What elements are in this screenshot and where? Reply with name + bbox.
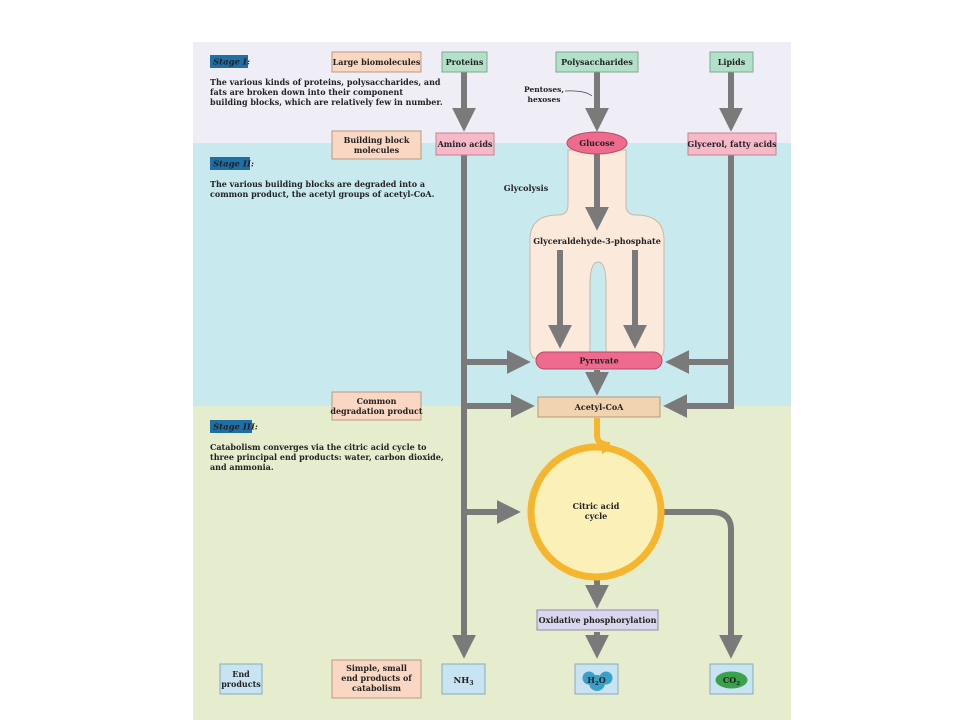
proteins-label: Proteins: [446, 57, 484, 67]
nh3-node: [441, 663, 486, 695]
amino-acids-label: Amino acids: [437, 139, 493, 149]
end-products-label-2: products: [221, 679, 261, 689]
polysaccharides-node: [555, 51, 639, 73]
large-biomolecules-box: [331, 51, 422, 73]
stage3-desc-line-3: and ammonia.: [210, 462, 274, 472]
co2-molecule-icon: [715, 671, 748, 689]
large-biomolecules-label: Large biomolecules: [333, 57, 421, 67]
nh3-label: NH3: [454, 676, 474, 687]
end-desc-line-1: Simple, small: [346, 663, 407, 673]
stage3-badge: [210, 420, 252, 433]
co2-label: CO2: [723, 675, 740, 687]
h2o-label: H2O: [587, 675, 605, 687]
end-products-label-1: End: [232, 669, 250, 679]
glycolysis-label: Glycolysis: [504, 183, 549, 193]
g3p-label: Glyceraldehyde-3-phosphate: [533, 236, 661, 246]
acetyl-coa-label: Acetyl-CoA: [574, 402, 625, 412]
building-block-label-2: molecules: [354, 145, 400, 155]
pyruvate-label: Pyruvate: [579, 356, 618, 366]
arrow-citric-co2: [664, 509, 743, 659]
stage3-band: [193, 406, 791, 720]
polysaccharides-label: Polysaccharides: [561, 57, 633, 67]
stage3-badge-text: Stage III:: [213, 423, 258, 433]
stage2-badge-text: Stage II:: [213, 160, 254, 170]
end-desc-box: [331, 659, 422, 699]
stage1-desc-line-3: building blocks, which are relatively fe…: [210, 97, 443, 107]
cycle-direction-arrow: [602, 440, 614, 454]
stage1-desc-line-1: The various kinds of proteins, polysacch…: [210, 77, 441, 87]
stage1-badge: [210, 55, 248, 68]
common-product-label-1: Common: [357, 396, 397, 406]
glucose-label: Glucose: [579, 138, 615, 148]
pentoses-label-2: hexoses: [528, 95, 561, 104]
glycerol-node: [687, 132, 777, 156]
pyruvate-node: [535, 351, 663, 370]
stage1-badge-text: Stage I:: [213, 58, 250, 68]
common-product-box: [331, 391, 422, 421]
stage3-desc-line-2: three principal end products: water, car…: [210, 452, 444, 462]
stage2-badge: [210, 157, 250, 170]
building-block-label-1: Building block: [344, 135, 410, 145]
lipids-label: Lipids: [718, 57, 746, 67]
amino-acids-node: [435, 132, 495, 156]
acetyl-coa-node: [537, 396, 661, 418]
oxphos-label: Oxidative phosphorylation: [539, 615, 657, 625]
pentoses-label-1: Pentoses,: [524, 85, 564, 94]
citric-label-1: Citric acid: [573, 501, 620, 511]
proteins-node: [441, 51, 488, 73]
end-products-box: [219, 663, 263, 695]
stage2-desc-line-2: common product, the acetyl groups of ace…: [210, 189, 435, 199]
glycerol-label: Glycerol, fatty acids: [687, 139, 777, 149]
citric-label-2: cycle: [585, 511, 608, 521]
glucose-node: [566, 131, 628, 155]
end-desc-line-2: end products of: [341, 673, 412, 683]
end-desc-line-3: catabolism: [352, 683, 401, 693]
h2o-molecule-icon: [582, 671, 613, 691]
lipids-node: [709, 51, 754, 73]
stage1-band: [193, 42, 791, 143]
citric-cycle-ring: [527, 443, 665, 581]
stage1-desc-line-2: fats are broken down into their componen…: [210, 87, 403, 97]
common-product-label-2: degradation product: [330, 406, 423, 416]
pentoses-pointer: [564, 90, 593, 97]
stage2-desc-line-1: The various building blocks are degraded…: [210, 179, 425, 189]
building-block-box: [331, 130, 422, 160]
glycolysis-funnel: [529, 149, 665, 361]
oxphos-node: [536, 609, 659, 631]
stage3-desc-line-1: Catabolism converges via the citric acid…: [210, 442, 427, 452]
